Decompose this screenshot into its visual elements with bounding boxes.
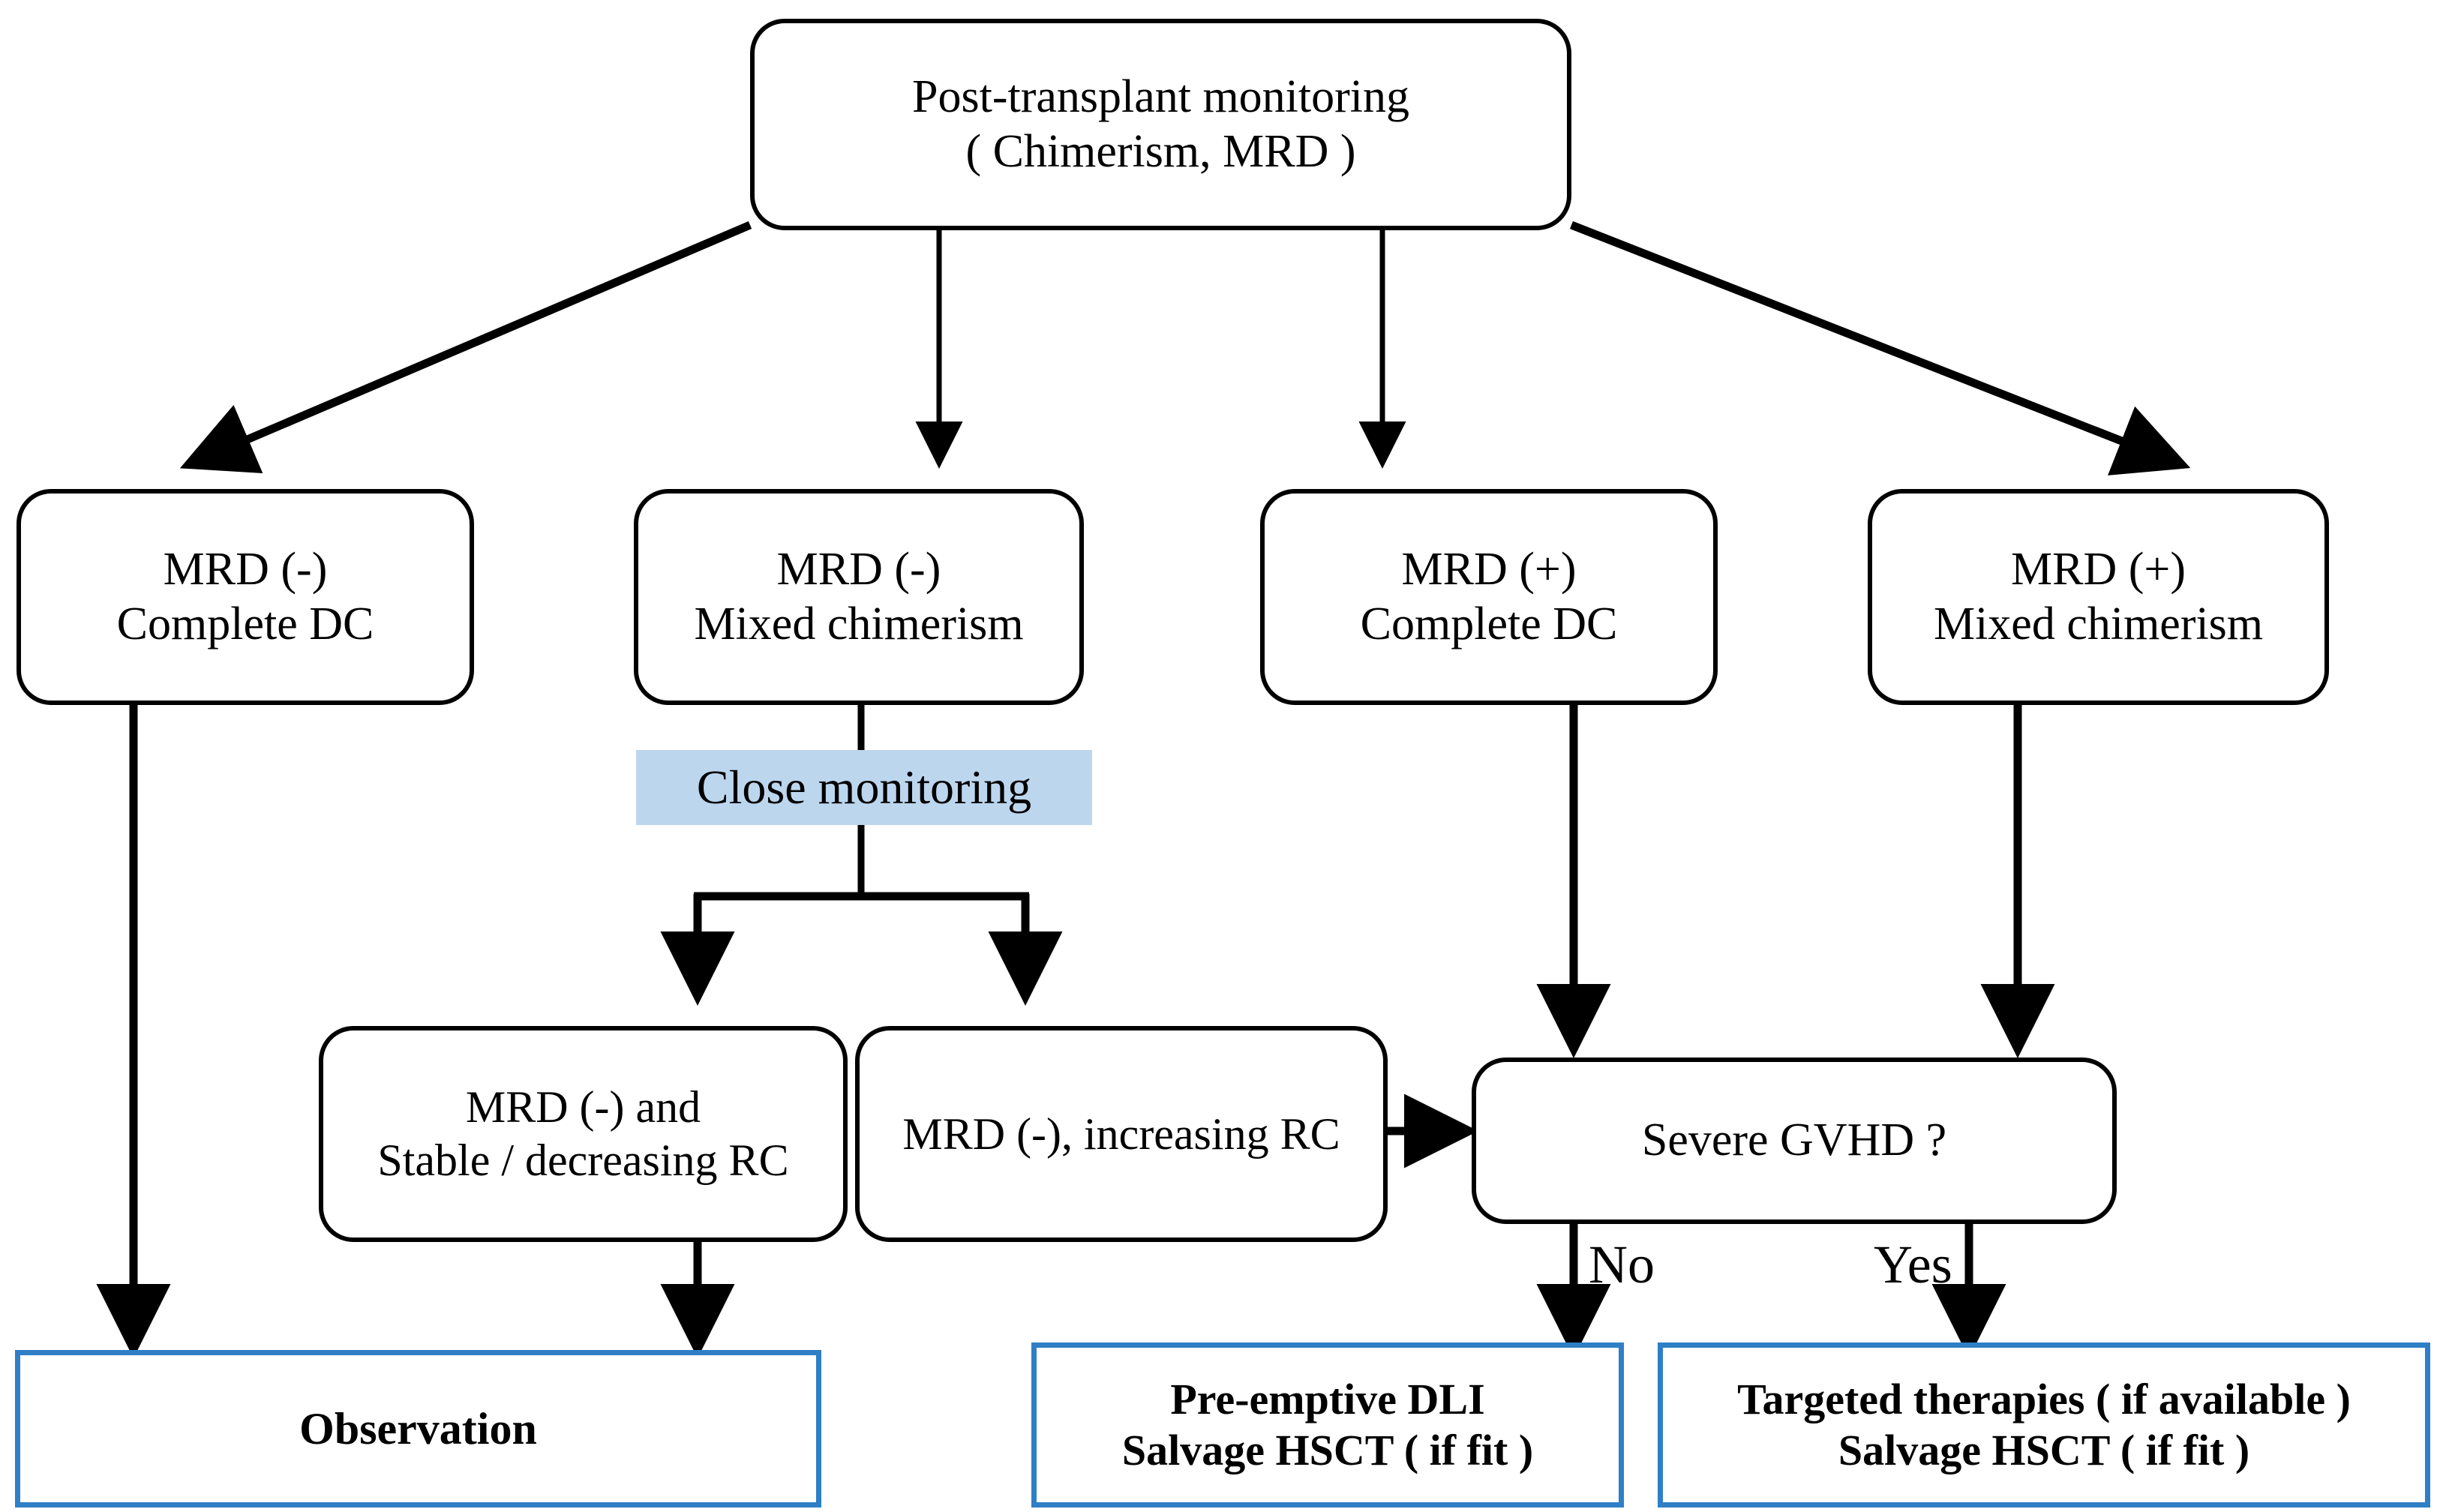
- node-stable-rc-label: MRD (-) and Stable / decreasing RC: [377, 1082, 789, 1185]
- edge-label-yes-text: Yes: [1874, 1234, 1952, 1294]
- node-root-label: Post-transplant monitoring ( Chimerism, …: [911, 70, 1410, 177]
- edge-close-monitoring-to-fork: [660, 825, 1063, 1006]
- node-severe-gvhd[interactable]: Severe GVHD ?: [1472, 1058, 2117, 1224]
- node-targeted-therapies[interactable]: Targeted therapies ( if available ) Salv…: [1658, 1342, 2430, 1508]
- node-branch4-label: MRD (+) Mixed chimerism: [1933, 543, 2264, 650]
- node-branch3-label: MRD (+) Complete DC: [1360, 543, 1618, 650]
- node-branch-mrd-neg-mixed-chimerism[interactable]: MRD (-) Mixed chimerism: [634, 489, 1084, 705]
- node-branch-mrd-neg-complete-dc[interactable]: MRD (-) Complete DC: [17, 489, 474, 705]
- node-observation[interactable]: Observation: [15, 1350, 821, 1508]
- node-severe-gvhd-label: Severe GVHD ?: [1641, 1114, 1947, 1166]
- node-preemptive-dli-label: Pre-emptive DLI Salvage HSCT ( if fit ): [1121, 1374, 1534, 1474]
- node-increasing-rc[interactable]: MRD (-), increasing RC: [855, 1026, 1388, 1242]
- edge-label-no-text: No: [1589, 1234, 1655, 1294]
- node-branch2-label: MRD (-) Mixed chimerism: [694, 543, 1024, 650]
- node-observation-label: Observation: [299, 1403, 537, 1454]
- node-branch-mrd-pos-mixed-chimerism[interactable]: MRD (+) Mixed chimerism: [1868, 489, 2329, 705]
- node-root[interactable]: Post-transplant monitoring ( Chimerism, …: [750, 19, 1571, 230]
- node-branch-mrd-pos-complete-dc[interactable]: MRD (+) Complete DC: [1260, 489, 1718, 705]
- node-branch1-label: MRD (-) Complete DC: [116, 543, 374, 650]
- label-close-monitoring: Close monitoring: [636, 750, 1092, 825]
- node-increasing-rc-label: MRD (-), increasing RC: [902, 1108, 1340, 1159]
- close-monitoring-text: Close monitoring: [696, 760, 1032, 814]
- node-stable-decreasing-rc[interactable]: MRD (-) and Stable / decreasing RC: [319, 1026, 848, 1242]
- edge-root-to-branch1: [179, 220, 752, 473]
- node-preemptive-dli[interactable]: Pre-emptive DLI Salvage HSCT ( if fit ): [1031, 1342, 1624, 1508]
- node-targeted-therapies-label: Targeted therapies ( if available ) Salv…: [1737, 1374, 2351, 1474]
- edge-label-no: No: [1589, 1234, 1655, 1296]
- edge-label-yes: Yes: [1874, 1234, 1952, 1296]
- edge-root-to-branch4: [1569, 220, 2191, 476]
